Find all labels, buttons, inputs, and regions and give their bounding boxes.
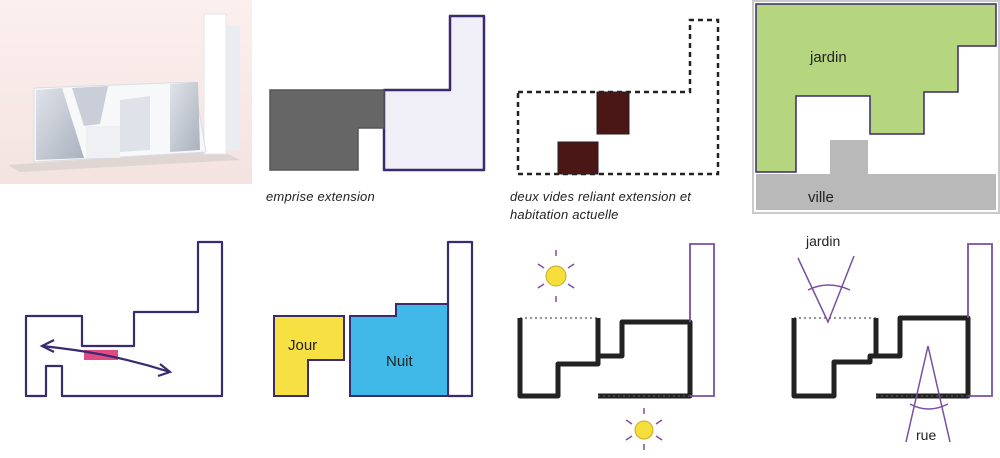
garden-label: jardin bbox=[809, 49, 847, 66]
extension-footprint bbox=[270, 90, 384, 170]
voids-caption-line1: deux vides reliant extension et bbox=[510, 189, 691, 205]
model-tower bbox=[204, 14, 226, 154]
model-opening bbox=[86, 126, 120, 158]
void-lower bbox=[558, 142, 598, 174]
sun-panel bbox=[510, 236, 740, 458]
views-tower bbox=[968, 244, 992, 396]
voids-panel: deux vides reliant extension et habitati… bbox=[510, 14, 750, 234]
day-label: Jour bbox=[288, 337, 317, 354]
void-upper bbox=[597, 92, 629, 134]
night-zone-fill bbox=[350, 304, 448, 396]
views-thick-outline bbox=[794, 318, 968, 396]
sun-bottom-disc bbox=[635, 421, 653, 439]
night-label: Nuit bbox=[386, 353, 414, 370]
view-street-label: rue bbox=[916, 427, 936, 443]
day-night-panel: Jour Nuit bbox=[270, 238, 490, 418]
views-panel: jardin rue bbox=[780, 228, 1000, 458]
model-tower-side bbox=[226, 26, 240, 150]
existing-house bbox=[384, 16, 484, 170]
sun-top-disc bbox=[546, 266, 566, 286]
thick-plan-outline bbox=[520, 318, 690, 396]
day-zone bbox=[274, 316, 344, 396]
voids-caption-line2: habitation actuelle bbox=[510, 207, 619, 223]
tower-outline bbox=[690, 244, 714, 396]
plan-outline bbox=[26, 242, 222, 396]
circulation-panel bbox=[20, 238, 240, 418]
context-panel: jardin ville bbox=[752, 0, 1000, 214]
model-fold-4 bbox=[170, 82, 200, 152]
city-label: ville bbox=[808, 189, 834, 206]
model-photo bbox=[0, 0, 252, 184]
house-outline bbox=[448, 242, 472, 396]
extension-caption: emprise extension bbox=[266, 189, 375, 205]
model-fold-3 bbox=[120, 96, 150, 152]
garden-view-arc bbox=[808, 285, 850, 290]
garden-view-cone bbox=[798, 256, 854, 322]
extension-panel: emprise extension bbox=[262, 10, 492, 220]
view-garden-label: jardin bbox=[805, 233, 840, 249]
